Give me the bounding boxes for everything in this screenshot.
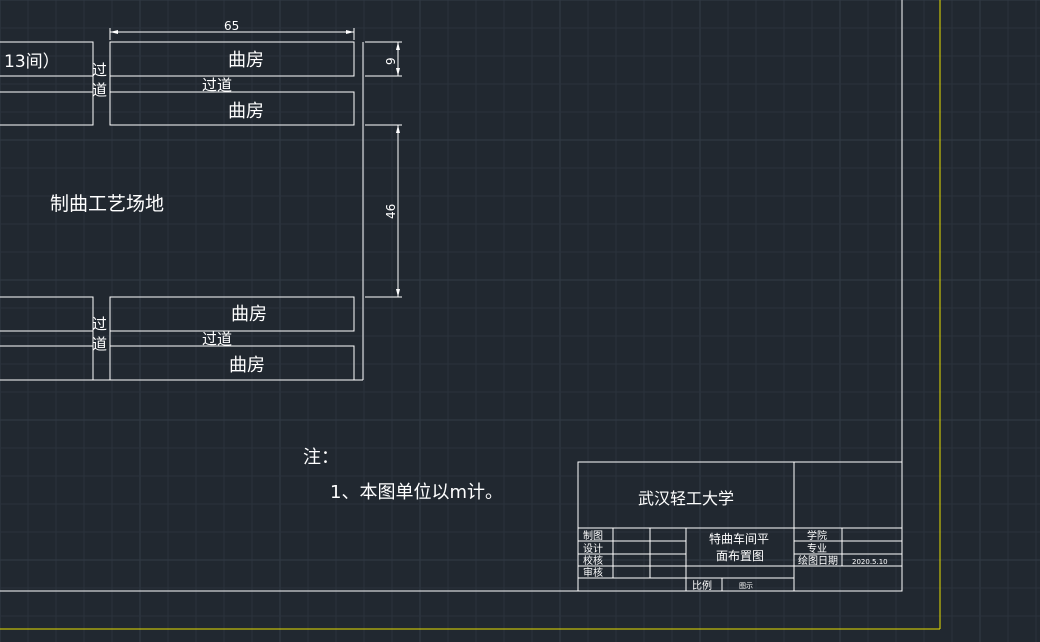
corridor-label-v2b: 道: [92, 335, 107, 353]
row-label-design: 设计: [583, 542, 603, 555]
area-label: 制曲工艺场地: [50, 193, 164, 215]
room-partial-bottom-2: [0, 345, 94, 381]
row-label-review: 审核: [583, 566, 603, 579]
room-top-1: [109, 41, 355, 77]
corridor-label-v1a: 过: [92, 61, 107, 79]
corridor-label-v2a: 过: [92, 315, 107, 333]
university-name: 武汉轻工大学: [638, 489, 734, 508]
drawing-title-line1: 特曲车间平: [709, 531, 769, 546]
date-value: 2020.5.10: [852, 558, 888, 566]
yellow-frame: [0, 0, 941, 630]
corridor-label-h1: 过道: [202, 76, 232, 94]
dimension-height-small: [365, 41, 402, 77]
dimension-height-small-value: 9: [384, 57, 398, 65]
notes: 注： 1、本图单位以m计。: [303, 447, 503, 503]
room-bottom-1: [109, 296, 355, 332]
room-partial-second: [0, 91, 94, 126]
row-label-check: 校核: [583, 554, 603, 567]
scale-label: 比例: [692, 579, 712, 592]
row-label-draw: 制图: [583, 529, 603, 542]
dimension-height-large: [365, 124, 402, 298]
scale-value: 图示: [739, 582, 753, 590]
corridor-label-v1b: 道: [92, 81, 107, 99]
corridor-label-h2: 过道: [202, 330, 232, 348]
room-partial-bottom-1: [0, 296, 94, 332]
dimension-width-value: 65: [224, 19, 239, 33]
right-label-date: 绘图日期: [798, 554, 838, 567]
notes-heading: 注：: [303, 447, 339, 468]
room-top-2: [109, 91, 355, 126]
right-label-major: 专业: [807, 542, 827, 555]
dimension-width: [109, 28, 355, 40]
floor-plan: 13间） 过 道 过道 曲房 曲房 制曲工艺场地 过 道 过道 曲房 曲房 65…: [0, 19, 402, 381]
partial-room-label: 13间）: [4, 52, 60, 72]
room-label-4: 曲房: [229, 355, 265, 376]
room-label-1: 曲房: [228, 50, 264, 71]
dimension-height-large-value: 46: [384, 204, 398, 219]
room-label-3: 曲房: [231, 304, 267, 325]
title-block: 武汉轻工大学 特曲车间平 面布置图 制图 设计 校核 审核 学院 专业 绘图日期…: [577, 461, 903, 592]
right-label-school: 学院: [807, 529, 827, 542]
drawing-title-line2: 面布置图: [716, 549, 764, 563]
room-label-2: 曲房: [228, 101, 264, 122]
notes-item-1: 1、本图单位以m计。: [330, 482, 503, 503]
